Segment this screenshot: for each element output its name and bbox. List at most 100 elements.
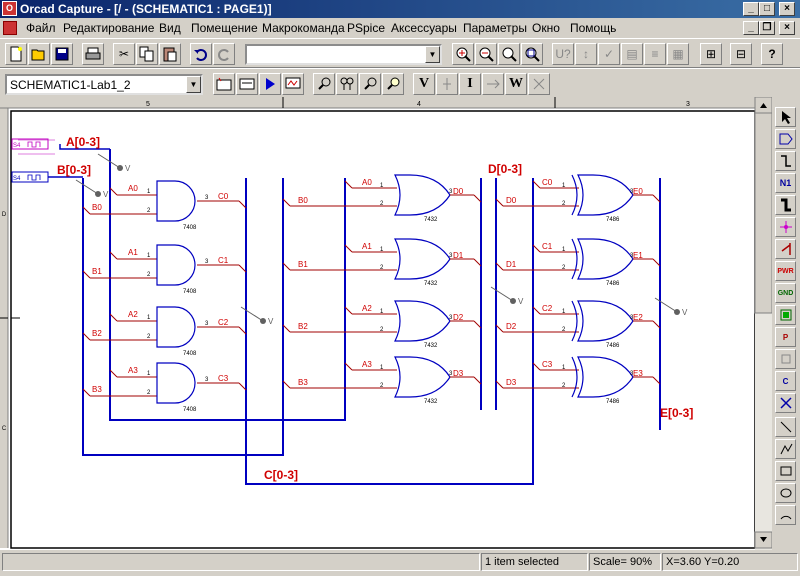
place-part-icon[interactable] [775, 129, 796, 149]
save-icon[interactable] [51, 43, 73, 65]
and-gate[interactable] [156, 306, 196, 348]
orcad-app-icon[interactable]: O [2, 1, 17, 16]
zoom-in-icon[interactable] [452, 43, 474, 65]
and-gate[interactable] [156, 180, 196, 222]
menu-window[interactable]: Окно [532, 21, 560, 35]
scroll-thumb[interactable] [754, 112, 772, 314]
enable-bias-current-button[interactable]: I [459, 73, 481, 95]
part-search-combo[interactable]: ▼ [245, 44, 442, 65]
ground-icon[interactable]: GND [775, 283, 796, 303]
title-bar[interactable]: O Orcad Capture - [/ - (SCHEMATIC1 : PAG… [0, 0, 800, 18]
place-polyline-icon[interactable] [775, 439, 796, 459]
enable-bias-power-button[interactable]: W [505, 73, 527, 95]
place-pin-icon[interactable] [775, 349, 796, 369]
place-ellipse-icon[interactable] [775, 483, 796, 503]
menu-help[interactable]: Помощь [570, 21, 617, 35]
bus-a[interactable] [109, 149, 346, 421]
chevron-down-icon[interactable]: ▼ [425, 46, 440, 63]
xor-gate[interactable] [577, 300, 634, 342]
zoom-out-icon[interactable] [475, 43, 497, 65]
enable-bias-voltage-button[interactable]: V [413, 73, 435, 95]
open-icon[interactable] [28, 43, 50, 65]
place-arc-icon[interactable] [775, 505, 796, 525]
place-hierarchical-block-icon[interactable] [775, 305, 796, 325]
menu-macro[interactable]: Макрокоманда [262, 21, 345, 35]
help-icon[interactable]: ? [761, 43, 783, 65]
menu-place[interactable]: Помещение [191, 21, 258, 35]
voltage-probe-icon[interactable] [674, 309, 680, 315]
drc-icon[interactable]: ✓ [598, 43, 620, 65]
off-page-connector-icon[interactable]: C [775, 371, 796, 391]
view-simulation-results-icon[interactable] [282, 73, 304, 95]
menu-view[interactable]: Вид [159, 21, 181, 35]
hierarchy-icon[interactable]: ⊟ [730, 43, 752, 65]
bus-c[interactable] [245, 178, 534, 485]
xor-gate[interactable] [577, 174, 634, 216]
menu-file[interactable]: Файл [26, 21, 56, 35]
place-wire-icon[interactable] [775, 151, 796, 171]
netlist-icon[interactable]: ▤ [621, 43, 643, 65]
or-gate[interactable] [394, 174, 451, 216]
annotate-icon[interactable]: U? [552, 43, 574, 65]
cross-reference-icon[interactable]: ≡ [644, 43, 666, 65]
zoom-all-icon[interactable] [521, 43, 543, 65]
maximize-icon[interactable]: □ [759, 2, 775, 16]
close-icon[interactable]: × [779, 2, 795, 16]
document-icon[interactable] [3, 21, 17, 35]
xor-gate[interactable] [577, 238, 634, 280]
voltage-marker-icon[interactable] [313, 73, 335, 95]
doc-minimize-icon[interactable]: _ [743, 21, 759, 35]
menu-edit[interactable]: Редактирование [63, 21, 155, 35]
bill-of-materials-icon[interactable]: ▦ [667, 43, 689, 65]
vertical-scrollbar[interactable] [754, 97, 772, 550]
voltage-probe-icon[interactable] [117, 165, 123, 171]
place-line-icon[interactable] [775, 417, 796, 437]
xor-gate[interactable] [577, 356, 634, 398]
power-icon[interactable]: PWR [775, 261, 796, 281]
back-annotate-icon[interactable]: ↕ [575, 43, 597, 65]
zoom-area-icon[interactable] [498, 43, 520, 65]
bus-b[interactable] [82, 178, 284, 456]
differential-marker-icon[interactable] [336, 73, 358, 95]
run-icon[interactable] [259, 73, 281, 95]
place-rectangle-icon[interactable] [775, 461, 796, 481]
bus-a-lead[interactable] [59, 144, 110, 150]
voltage-bias-toggle-icon[interactable] [436, 73, 458, 95]
paste-icon[interactable] [159, 43, 181, 65]
menu-accessories[interactable]: Аксессуары [391, 21, 457, 35]
undo-icon[interactable] [190, 43, 212, 65]
voltage-probe-icon[interactable] [260, 318, 266, 324]
menu-pspice[interactable]: PSpice [347, 21, 386, 35]
current-bias-toggle-icon[interactable] [482, 73, 504, 95]
redo-icon[interactable] [213, 43, 235, 65]
new-icon[interactable] [5, 43, 27, 65]
digital-source[interactable] [11, 171, 49, 183]
voltage-probe-icon[interactable] [95, 191, 101, 197]
print-icon[interactable] [82, 43, 104, 65]
place-port-icon[interactable]: P [775, 327, 796, 347]
menu-options[interactable]: Параметры [463, 21, 527, 35]
or-gate[interactable] [394, 356, 451, 398]
minimize-icon[interactable]: _ [743, 2, 759, 16]
current-marker-icon[interactable] [359, 73, 381, 95]
no-connect-icon[interactable] [775, 393, 796, 413]
digital-source[interactable] [11, 138, 49, 150]
copy-icon[interactable] [136, 43, 158, 65]
edit-simulation-settings-icon[interactable] [236, 73, 258, 95]
or-gate[interactable] [394, 300, 451, 342]
chevron-down-icon[interactable]: ▼ [186, 76, 201, 93]
voltage-probe-icon[interactable] [510, 298, 516, 304]
net-alias-icon[interactable]: N1 [775, 173, 796, 193]
junction-icon[interactable] [775, 217, 796, 237]
or-gate[interactable] [394, 238, 451, 280]
doc-close-icon[interactable]: × [779, 21, 795, 35]
bus-entry-icon[interactable] [775, 239, 796, 259]
and-gate[interactable] [156, 244, 196, 286]
doc-restore-icon[interactable]: ❐ [759, 21, 775, 35]
place-bus-icon[interactable] [775, 195, 796, 215]
schematic-combo[interactable]: SCHEMATIC1-Lab1_2 ▼ [5, 74, 203, 95]
cut-icon[interactable]: ✂ [113, 43, 135, 65]
and-gate[interactable] [156, 362, 196, 404]
new-simulation-profile-icon[interactable] [213, 73, 235, 95]
